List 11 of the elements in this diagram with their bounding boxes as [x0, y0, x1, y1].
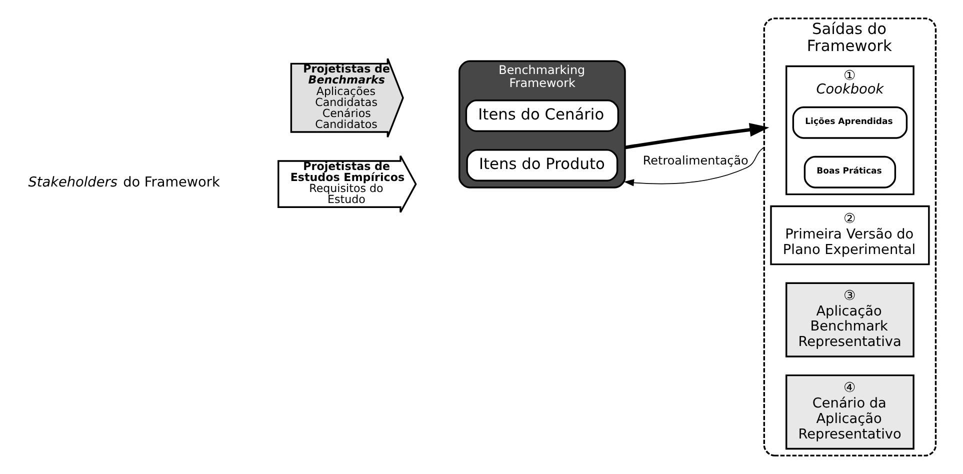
node-box: Itens do Produto	[466, 149, 618, 182]
node-box: ③ Aplicação Benchmark Representativa	[785, 282, 914, 358]
node-box: ② Primeira Versão do Plano Experimental	[770, 205, 930, 266]
node-box: ④ Cenário da Aplicação Representativo	[785, 374, 914, 450]
node-box: Boas Práticas	[803, 156, 896, 188]
arrow	[624, 122, 769, 150]
node-box: Lições Aprendidas	[792, 106, 908, 139]
edge-label: Retroalimentação	[642, 154, 748, 168]
arrow	[623, 146, 764, 186]
label: Stakeholders do Framework	[28, 174, 220, 190]
node-box: Itens do Cenário	[464, 100, 619, 132]
